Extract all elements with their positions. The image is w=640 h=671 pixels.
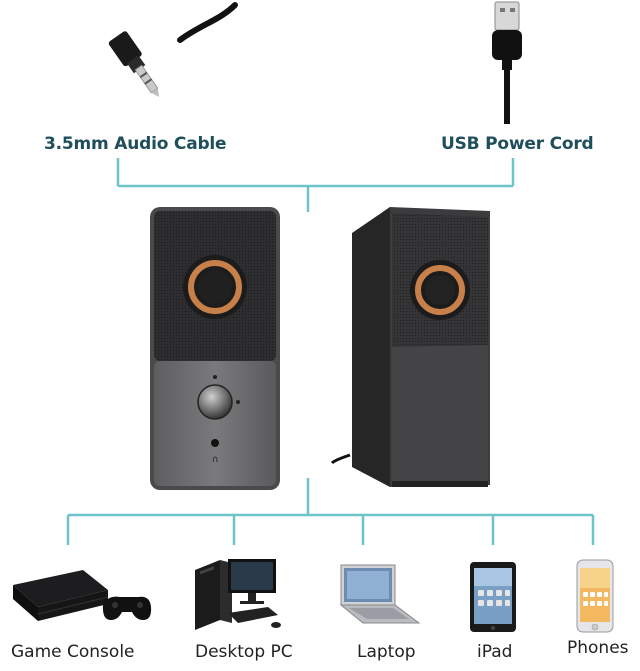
device-label-phones: Phones: [567, 638, 629, 658]
svg-text:∩: ∩: [212, 455, 219, 465]
device-label-ipad: iPad: [477, 642, 513, 662]
device-label-game-console: Game Console: [11, 642, 135, 662]
audio-cable-label: 3.5mm Audio Cable: [44, 134, 227, 154]
device-label-laptop: Laptop: [357, 642, 416, 662]
laptop-icon: [339, 564, 421, 624]
usb-cord-icon: [492, 1, 522, 124]
desktop-pc-icon: [195, 559, 281, 630]
audio-cable-icon: [108, 2, 238, 98]
right-speaker-image: [330, 207, 490, 487]
left-speaker-image: ∩: [150, 207, 280, 490]
game-console-icon: [13, 570, 152, 621]
usb-cord-label: USB Power Cord: [441, 134, 594, 154]
phone-icon: [576, 559, 614, 633]
device-label-desktop-pc: Desktop PC: [195, 642, 293, 662]
ipad-icon: [470, 562, 516, 632]
